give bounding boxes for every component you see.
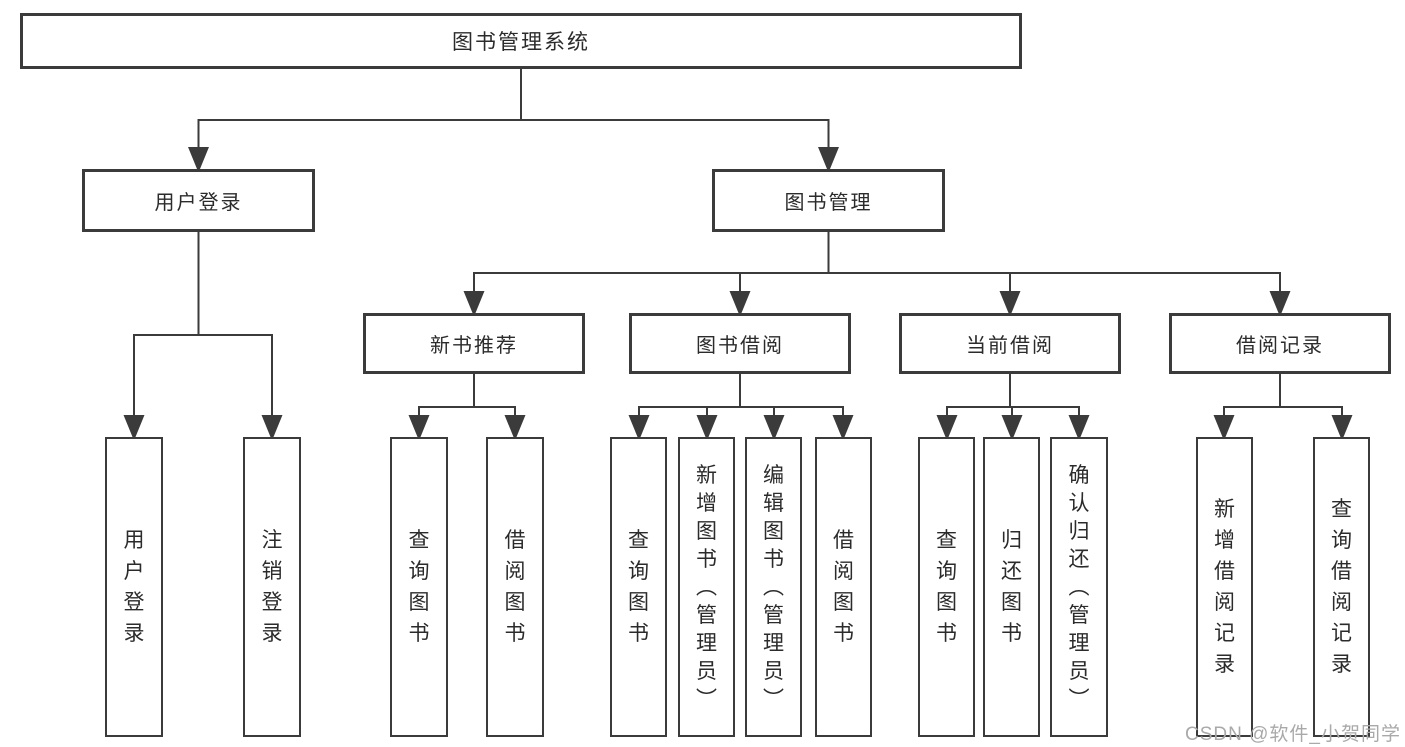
branch-node-user-login: 用户登录 [82,169,315,232]
leaf-node-label: 用户登录 [123,529,145,645]
connector-group-borrow-records [1213,374,1353,441]
leaf-node-borrow-books-2: 借阅图书 [815,437,872,737]
section-node-label: 图书借阅 [696,335,784,357]
leaf-node-query-books-3: 查询图书 [918,437,975,737]
leaf-node-label: 归还图书 [1001,529,1022,645]
leaf-node-label: 注销登录 [261,529,283,645]
section-node-borrow-records: 借阅记录 [1169,313,1391,374]
connector-group-root [188,69,839,173]
leaf-node-label: 编辑图书︵管理员︶ [763,463,784,711]
branch-node-label: 图书管理 [784,192,873,214]
leaf-node-label: 查询图书 [408,529,430,645]
section-node-label: 新书推荐 [430,335,518,357]
leaf-node-query-books-2: 查询图书 [610,437,667,737]
leaf-node-label: 借阅图书 [833,529,854,645]
root-node-label: 图书管理系统 [452,31,590,54]
connector-group-book-management [463,232,1291,317]
leaf-node-logout: 注销登录 [243,437,301,737]
watermark-text: CSDN @软件_小贺同学 [1185,724,1401,745]
leaf-node-add-borrow-record: 新增借阅记录 [1196,437,1253,737]
section-node-new-book-recommend: 新书推荐 [363,313,585,374]
leaf-node-return-books: 归还图书 [983,437,1040,737]
section-node-book-borrow: 图书借阅 [629,313,851,374]
section-node-label: 借阅记录 [1236,335,1324,357]
leaf-node-label: 新增图书︵管理员︶ [696,463,717,711]
leaf-node-label: 查询图书 [936,529,957,645]
leaf-node-borrow-books-1: 借阅图书 [486,437,544,737]
leaf-node-query-books-1: 查询图书 [390,437,448,737]
connector-group-book-borrow [628,374,854,441]
leaf-node-confirm-return-admin: 确认归还︵管理员︶ [1050,437,1108,737]
leaf-node-label: 确认归还︵管理员︶ [1068,463,1090,711]
connector-group-new-book-recommend [408,374,526,441]
leaf-node-add-books-admin: 新增图书︵管理员︶ [678,437,735,737]
branch-node-label: 用户登录 [154,192,243,214]
leaf-node-user-login: 用户登录 [105,437,163,737]
root-node-library-system: 图书管理系统 [20,13,1022,69]
leaf-node-label: 查询图书 [628,529,649,645]
leaf-node-label: 新增借阅记录 [1214,498,1235,676]
leaf-node-label: 借阅图书 [504,529,526,645]
connector-group-current-borrow [936,374,1090,441]
branch-node-book-management: 图书管理 [712,169,945,232]
connector-group-user-login [123,232,283,441]
leaf-node-query-borrow-record: 查询借阅记录 [1313,437,1370,737]
leaf-node-label: 查询借阅记录 [1331,498,1352,676]
section-node-label: 当前借阅 [966,335,1054,357]
section-node-current-borrow: 当前借阅 [899,313,1121,374]
leaf-node-edit-books-admin: 编辑图书︵管理员︶ [745,437,802,737]
